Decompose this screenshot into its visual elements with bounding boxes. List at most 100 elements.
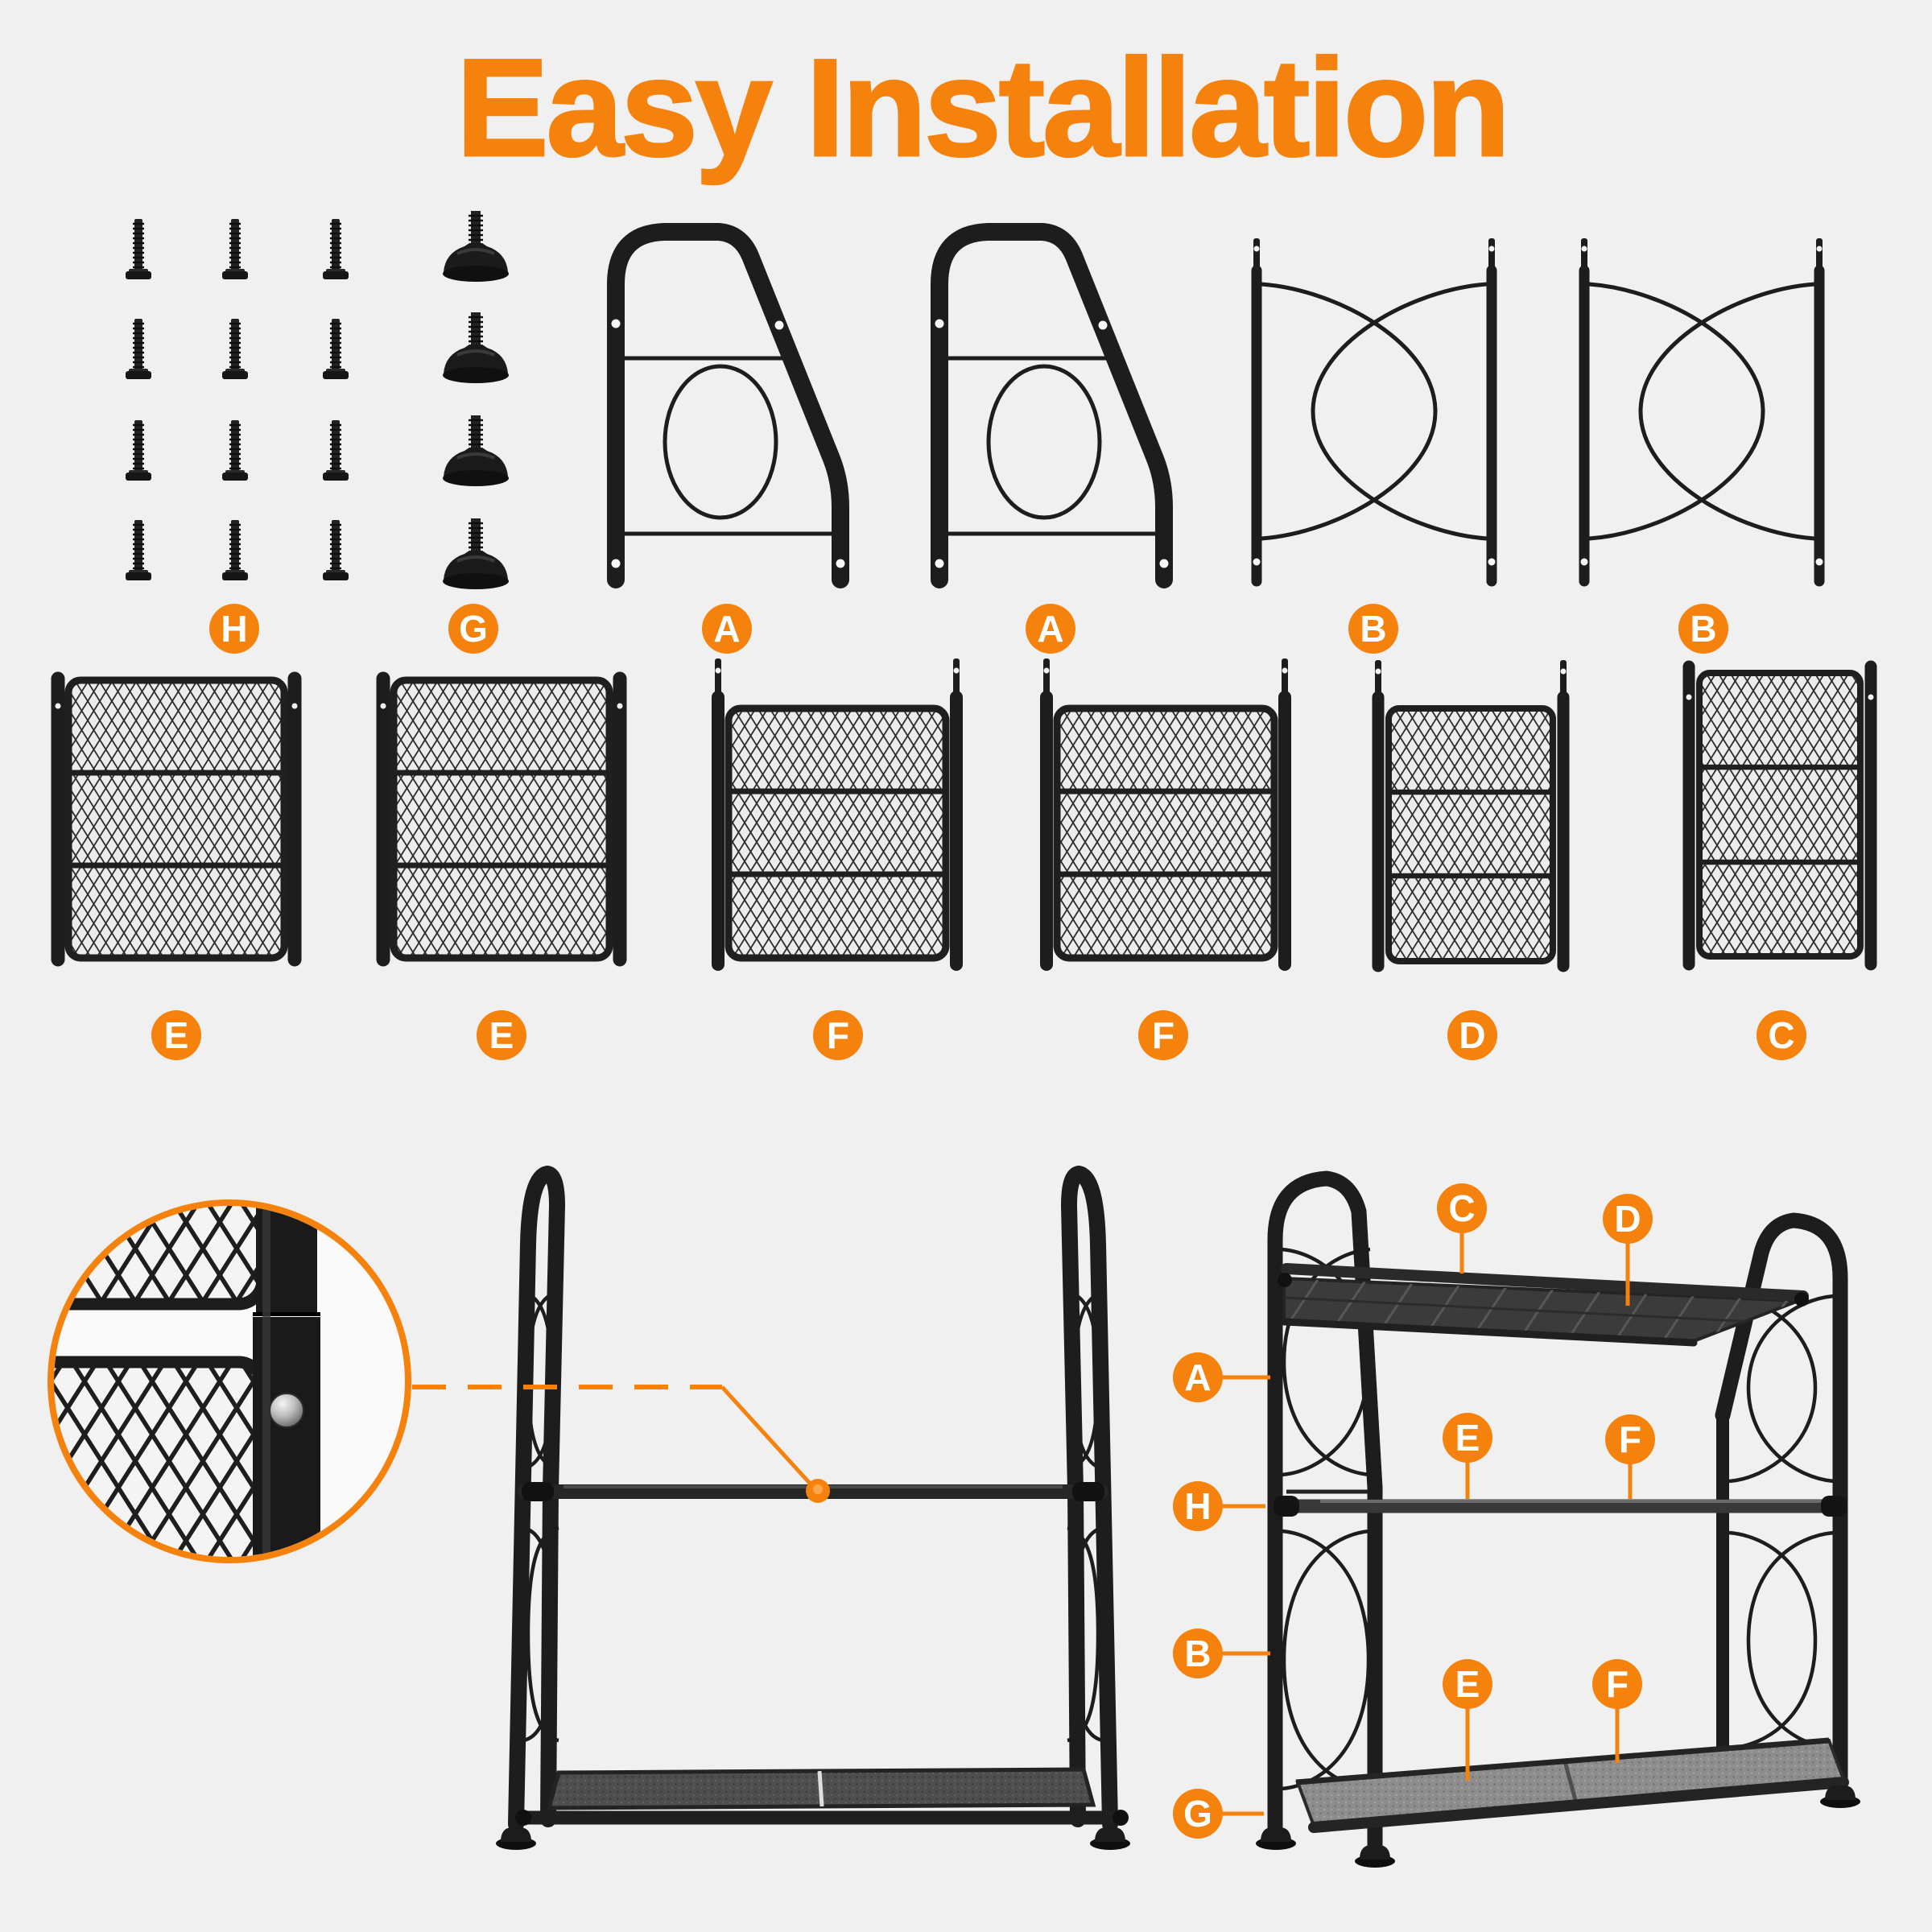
detail-screw-icon [269,1393,304,1428]
label-text: F [827,1014,849,1056]
part-label-a2: A [1026,604,1075,654]
callout-text: F [1606,1663,1629,1705]
callout-text: F [1619,1418,1641,1460]
detail-post-seam [253,1312,320,1316]
part-label-e2: E [477,1010,526,1060]
callout-h: H [1173,1481,1265,1531]
callout-text: A [1184,1356,1211,1398]
screw-icon [124,317,153,381]
screw-icon [221,518,250,582]
mesh-panel-e-2 [381,679,623,960]
callout-b: B [1173,1629,1270,1678]
callout-text: B [1184,1633,1211,1674]
bottom-shelf [1295,1737,1849,1833]
callout-e-mid: E [1443,1413,1492,1499]
mesh-panel-c [1686,667,1874,964]
mesh-panel-f-1 [715,658,960,964]
adjustable-foot-icon [441,517,510,591]
adjustable-foot-icon [441,209,510,283]
side-frame-a-2 [935,232,1169,580]
callout-d: D [1603,1194,1653,1306]
label-text: E [164,1014,189,1056]
assembly-left-wires [522,1290,559,1743]
bar-sleeve-icon [1072,1482,1104,1501]
label-text: F [1152,1014,1174,1056]
adjustable-foot-icon [441,311,510,385]
part-label-d: D [1447,1010,1497,1060]
middle-bar [1274,1489,1847,1517]
top-shelf [1278,1263,1809,1347]
mesh-panel-d [1375,660,1567,966]
screws-group-h [124,217,350,582]
label-text: B [1690,608,1716,650]
screw-icon [321,317,350,381]
screw-icon [124,518,153,582]
callout-text: H [1184,1485,1211,1527]
callout-text: E [1455,1417,1480,1459]
zoom-connector [412,1385,830,1503]
assembly-right-frame [1060,1165,1118,1832]
feet-group-g [441,209,510,591]
callout-c: C [1437,1183,1487,1274]
part-label-c: C [1757,1010,1806,1060]
assembly-callouts: C D A E F H B [1173,1183,1655,1839]
rail-cap-icon [1113,1810,1129,1826]
assembly-left-frame [508,1165,566,1832]
screw-icon [221,317,250,381]
callout-a: A [1173,1352,1270,1402]
part-label-a1: A [702,604,752,654]
cross-frame-b-1 [1253,238,1496,581]
part-label-b2: B [1678,604,1728,654]
foot-icon [1090,1827,1130,1850]
right-lower-wires [1728,1530,1835,1751]
foot-icon [1256,1827,1296,1850]
mesh-panel-e-1 [56,679,298,960]
screw-icon [221,217,250,281]
label-text: C [1768,1014,1794,1056]
callout-text: C [1448,1187,1475,1229]
screw-icon [124,217,153,281]
row1-labels: H G A A B B [209,604,1728,654]
bar-sleeve-icon [522,1482,554,1501]
shelf-divider [817,1770,824,1807]
partial-assembly [496,1165,1130,1850]
part-label-f1: F [813,1010,863,1060]
zoom-detail-circle [47,1199,411,1563]
callout-f-mid: F [1605,1414,1655,1499]
foot-icon [1355,1845,1395,1868]
left-frame [1267,1170,1383,1858]
connector-diagonal-line [720,1385,815,1488]
assembly-right-wires [1067,1290,1104,1743]
foot-icon [496,1827,536,1850]
label-text: E [489,1014,514,1056]
screw-icon [321,217,350,281]
label-text: A [1037,608,1063,650]
detail-post-highlight [262,1206,270,1557]
zoom-detail-ring [47,1199,411,1563]
label-text: A [713,608,740,650]
parts-row-1 [124,209,1823,591]
full-assembly [1256,1170,1860,1868]
row2-labels: E E F F D C [151,1010,1806,1060]
cross-frame-b-2 [1581,238,1823,581]
callout-f-bottom: F [1592,1659,1642,1763]
right-frame [1715,1212,1848,1803]
adjustable-foot-icon [441,414,510,488]
callout-text: D [1614,1198,1641,1240]
screw-icon [321,419,350,482]
mesh-panel-f-2 [1043,658,1288,964]
label-text: H [221,608,247,650]
screw-icon [321,518,350,582]
side-frame-a-1 [612,232,845,580]
part-label-e1: E [151,1010,201,1060]
left-lower-wires [1281,1529,1371,1791]
part-label-f2: F [1138,1010,1188,1060]
zoom-detail-content [54,1206,320,1557]
parts-row-2 [56,658,1874,966]
left-upper-wires [1281,1247,1371,1477]
part-label-g: G [448,604,498,654]
callout-text: G [1183,1793,1212,1835]
screw-icon [221,419,250,482]
